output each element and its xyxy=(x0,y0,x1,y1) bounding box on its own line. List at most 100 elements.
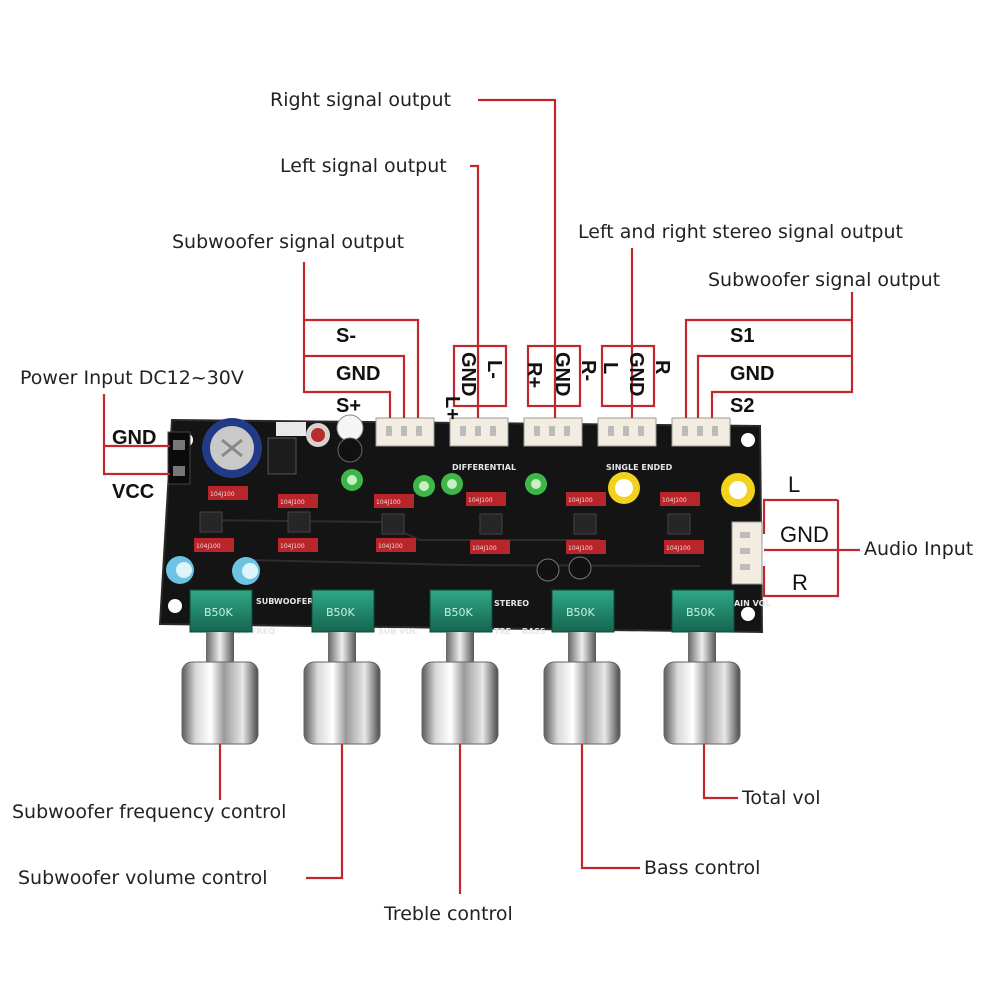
callout-power-input: Power Input DC12~30V xyxy=(20,367,244,389)
silk-sub-vol: SUB VOL xyxy=(378,627,417,636)
pin-label: GND xyxy=(457,352,479,396)
callout-treble-control: Treble control xyxy=(383,903,513,925)
potentiometer-sub-freq: B50K xyxy=(189,589,253,633)
voltage-regulator xyxy=(267,437,297,475)
pin-label: GND xyxy=(625,352,647,396)
knob-sub-freq[interactable] xyxy=(181,632,259,745)
silk-subwoofer: SUBWOOFER xyxy=(256,597,313,606)
knob-bass[interactable] xyxy=(543,632,621,745)
callout-labels: Right signal output Left signal output S… xyxy=(12,89,973,925)
pins-differential-right: R+ GND R- xyxy=(523,352,599,396)
pot-code-label: B50K xyxy=(326,606,356,619)
connector-differential-right xyxy=(523,417,583,447)
connector-stereo xyxy=(597,417,657,447)
capacitor-black xyxy=(536,558,560,582)
silk-stereo: STEREO xyxy=(494,599,529,608)
silk-sub-freq: SUB FREQ xyxy=(230,627,275,636)
knob-treble[interactable] xyxy=(421,632,499,745)
knob-sub-vol[interactable] xyxy=(303,632,381,745)
connector-differential-left xyxy=(449,417,509,447)
pot-code-label: B50K xyxy=(686,606,716,619)
pin-label: S2 xyxy=(730,395,754,417)
pin-label: S+ xyxy=(336,395,361,417)
pin-label: R xyxy=(792,570,808,595)
electrolytic-capacitor-large xyxy=(202,418,262,478)
pins-stereo: L GND R xyxy=(599,352,673,396)
pin-label: GND xyxy=(780,522,829,547)
connector-sub-left xyxy=(375,417,435,447)
pin-label: VCC xyxy=(112,481,154,503)
mount-hole xyxy=(741,607,755,621)
pin-label: GND xyxy=(730,363,774,385)
silk-bass: BASS xyxy=(522,627,546,636)
silk-tre: TRE xyxy=(494,627,511,636)
leader-lines xyxy=(102,98,860,894)
potentiometer-bass: B50K xyxy=(551,589,615,633)
pin-label: L+ xyxy=(441,396,463,420)
pin-label: L- xyxy=(483,360,505,379)
mount-hole xyxy=(741,433,755,447)
pot-code-label: B50K xyxy=(204,606,234,619)
yellow-capacitors xyxy=(608,472,755,507)
callout-subwoofer-signal-output-right: Subwoofer signal output xyxy=(708,269,940,291)
pins-power: GND VCC xyxy=(112,427,156,503)
capacitor-small xyxy=(336,414,364,442)
cap-code-label: 104J100 xyxy=(210,491,235,498)
cap-code-label: 104J100 xyxy=(280,543,305,550)
potentiometer-treble: B50K xyxy=(429,589,493,633)
cap-code-label: 104J100 xyxy=(196,543,221,550)
pin-label: S1 xyxy=(730,325,754,347)
pins-audio-input: L GND R xyxy=(780,472,829,595)
silk-main-vol: MAIN VOL xyxy=(726,599,771,608)
connector-audio-input xyxy=(731,521,763,585)
cap-code-label: 104J100 xyxy=(568,545,593,552)
callout-subwoofer-signal-output-left: Subwoofer signal output xyxy=(172,231,404,253)
callout-right-signal-output: Right signal output xyxy=(270,89,451,111)
power-header xyxy=(167,431,191,485)
film-capacitor-codes: 104J100 104J100 104J100 104J100 104J100 … xyxy=(196,491,691,552)
pin-label: R+ xyxy=(523,362,545,388)
pin-label: L xyxy=(599,362,621,374)
cap-code-label: 104J100 xyxy=(666,545,691,552)
blue-capacitors xyxy=(166,556,260,585)
regulator-tab xyxy=(276,422,306,436)
pin-label: GND xyxy=(112,427,156,449)
pins-sub-right: S1 GND S2 xyxy=(730,325,774,417)
cap-code-label: 104J100 xyxy=(280,499,305,506)
pins-differential-left: L+ GND L- xyxy=(441,352,505,420)
cap-code-label: 104J100 xyxy=(376,499,401,506)
callout-audio-input: Audio Input xyxy=(864,538,973,560)
cap-code-label: 104J100 xyxy=(662,497,687,504)
cap-code-label: 104J100 xyxy=(378,543,403,550)
callout-total-vol: Total vol xyxy=(741,787,821,809)
callout-left-signal-output: Left signal output xyxy=(280,155,447,177)
pins-sub-left: S- GND S+ xyxy=(336,325,380,417)
potentiometer-main-vol: B50K xyxy=(671,589,735,633)
green-capacitors xyxy=(341,469,547,497)
connector-sub-right xyxy=(671,417,731,447)
pin-label: R xyxy=(651,360,673,375)
pin-label: L xyxy=(788,472,800,497)
mount-hole xyxy=(168,599,182,613)
cap-code-label: 104J100 xyxy=(472,545,497,552)
pin-label: GND xyxy=(336,363,380,385)
callout-stereo-signal-output: Left and right stereo signal output xyxy=(578,221,903,243)
potentiometer-sub-vol: B50K xyxy=(311,589,375,633)
callout-bass-control: Bass control xyxy=(644,857,760,879)
capacitor-black xyxy=(568,556,592,580)
pin-label: GND xyxy=(551,352,573,396)
pot-code-label: B50K xyxy=(444,606,474,619)
cap-code-label: 104J100 xyxy=(468,497,493,504)
silk-single-ended: SINGLE ENDED xyxy=(606,463,673,472)
callout-subwoofer-volume-control: Subwoofer volume control xyxy=(18,867,267,889)
pin-label: S- xyxy=(336,325,356,347)
pot-code-label: B50K xyxy=(566,606,596,619)
pin-label: R- xyxy=(577,360,599,381)
callout-subwoofer-frequency-control: Subwoofer frequency control xyxy=(12,801,286,823)
film-capacitors xyxy=(194,486,704,554)
cap-code-label: 104J100 xyxy=(568,497,593,504)
silk-differential: DIFFERENTIAL xyxy=(452,463,516,472)
knob-main-vol[interactable] xyxy=(663,632,741,745)
